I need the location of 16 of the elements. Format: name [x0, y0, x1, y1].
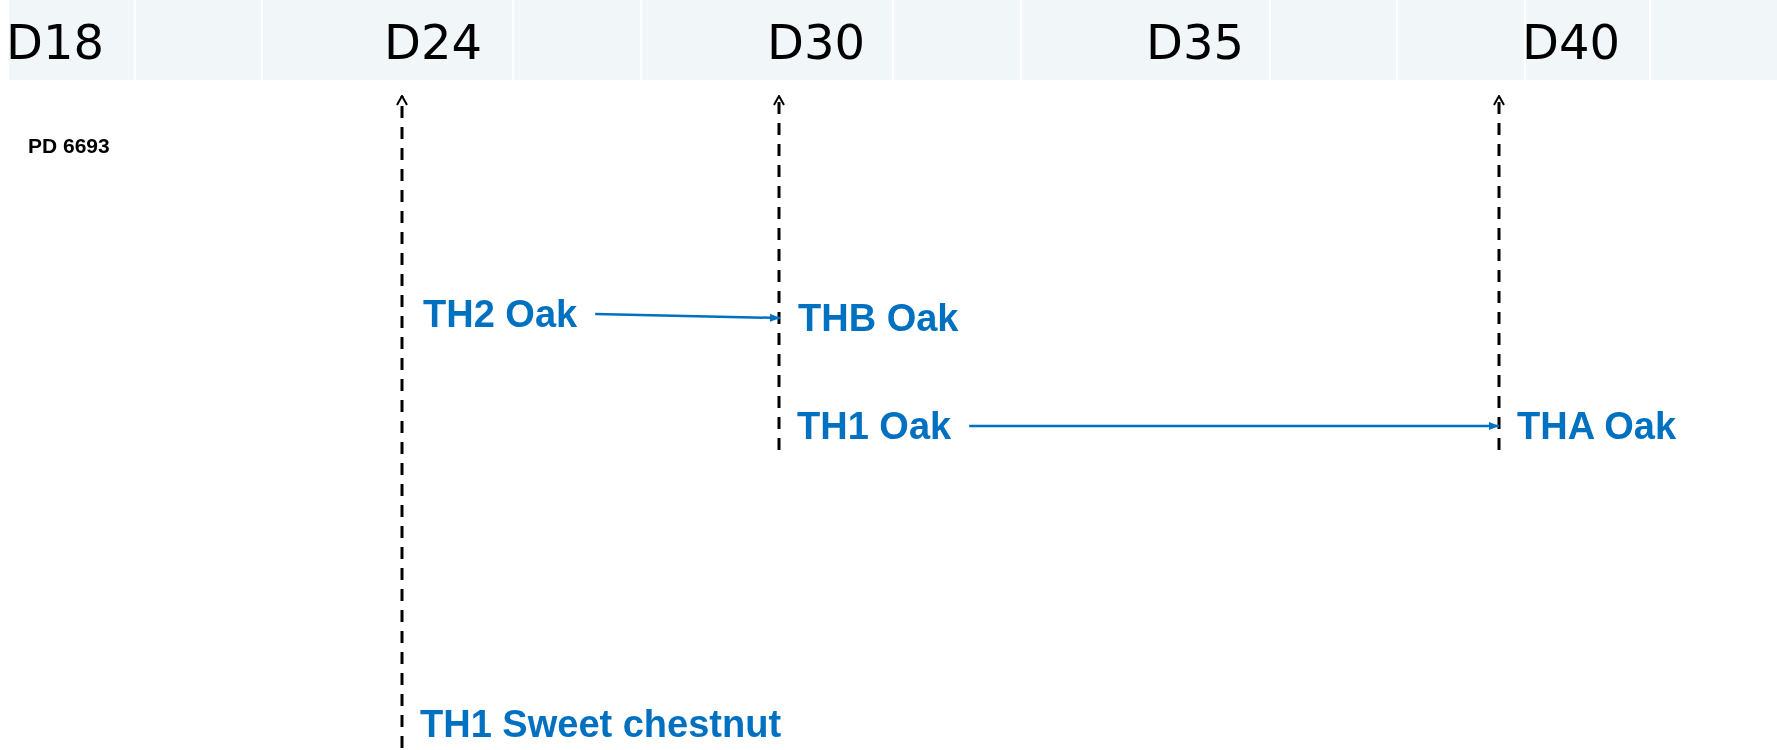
timeline-date: D18	[6, 12, 105, 96]
dashed-arrow	[773, 95, 785, 450]
note-label: PD 6693	[28, 134, 110, 158]
arrow	[969, 422, 1499, 430]
species-label: TH1 Sweet chestnut	[402, 700, 800, 748]
arrow	[595, 312, 781, 322]
species-label: THA Oak	[1499, 402, 1695, 450]
species-label: TH2 Oak	[405, 290, 596, 338]
dashed-arrow	[1493, 95, 1505, 450]
species-label: TH1 Oak	[779, 402, 970, 450]
species-label: THB Oak	[780, 294, 977, 342]
timeline-date: D24	[384, 12, 483, 96]
dashed-arrow	[396, 95, 408, 748]
timeline-date: D35	[1146, 12, 1245, 96]
timeline-date: D30	[767, 12, 866, 96]
timeline-date: D40	[1522, 12, 1621, 96]
